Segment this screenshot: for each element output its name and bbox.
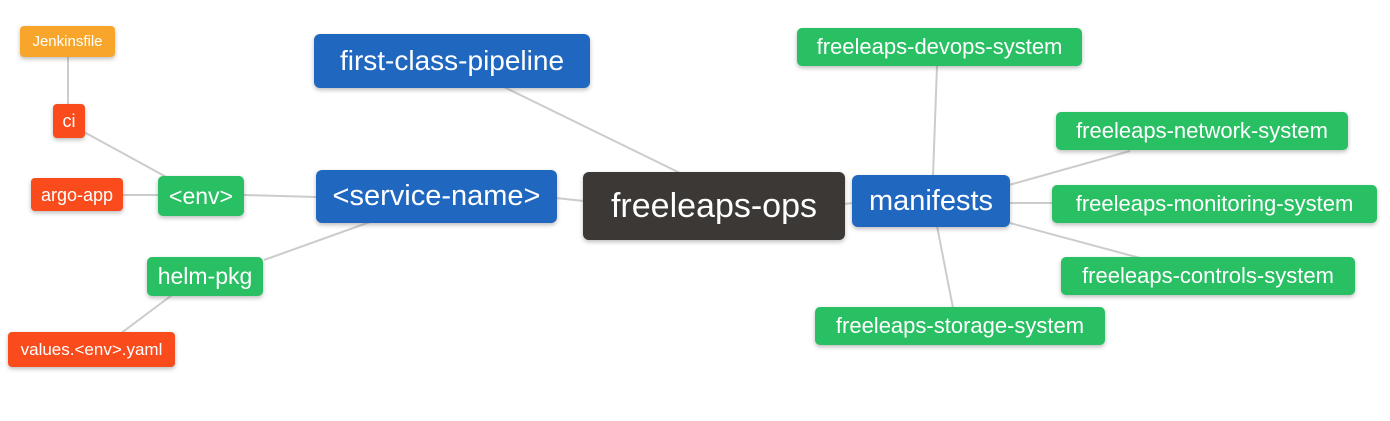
edge-manifests-devops (932, 65, 938, 177)
node-freeleaps-storage-system[interactable]: freeleaps-storage-system (815, 307, 1105, 345)
node-freeleaps-devops-system[interactable]: freeleaps-devops-system (797, 28, 1082, 66)
edge-service-name-freeleaps-ops (555, 197, 585, 202)
node-service-name[interactable]: <service-name> (316, 170, 557, 223)
node-first-class-pipeline[interactable]: first-class-pipeline (314, 34, 590, 88)
node-jenkinsfile[interactable]: Jenkinsfile (20, 26, 115, 57)
edge-ci-env (83, 131, 171, 180)
node-manifests[interactable]: manifests (852, 175, 1010, 227)
edge-helm-pkg-values (119, 294, 173, 335)
node-freeleaps-network-system[interactable]: freeleaps-network-system (1056, 112, 1348, 150)
node-env[interactable]: <env> (158, 176, 244, 216)
node-values-env-yaml[interactable]: values.<env>.yaml (8, 332, 175, 367)
node-argo-app[interactable]: argo-app (31, 178, 123, 211)
edge-pipeline-freeleaps-ops (503, 86, 681, 174)
node-freeleaps-monitoring-system[interactable]: freeleaps-monitoring-system (1052, 185, 1377, 223)
node-helm-pkg[interactable]: helm-pkg (147, 257, 263, 296)
node-freeleaps-ops[interactable]: freeleaps-ops (583, 172, 845, 240)
edge-manifests-network (1008, 150, 1131, 186)
edge-manifests-controls (1009, 222, 1141, 259)
edge-service-name-helm-pkg (263, 221, 371, 261)
edge-env-service-name (242, 194, 318, 198)
edge-manifests-storage (936, 225, 954, 309)
node-ci[interactable]: ci (53, 104, 85, 138)
edge-freeleaps-ops-manifests (843, 202, 854, 205)
node-freeleaps-controls-system[interactable]: freeleaps-controls-system (1061, 257, 1355, 295)
